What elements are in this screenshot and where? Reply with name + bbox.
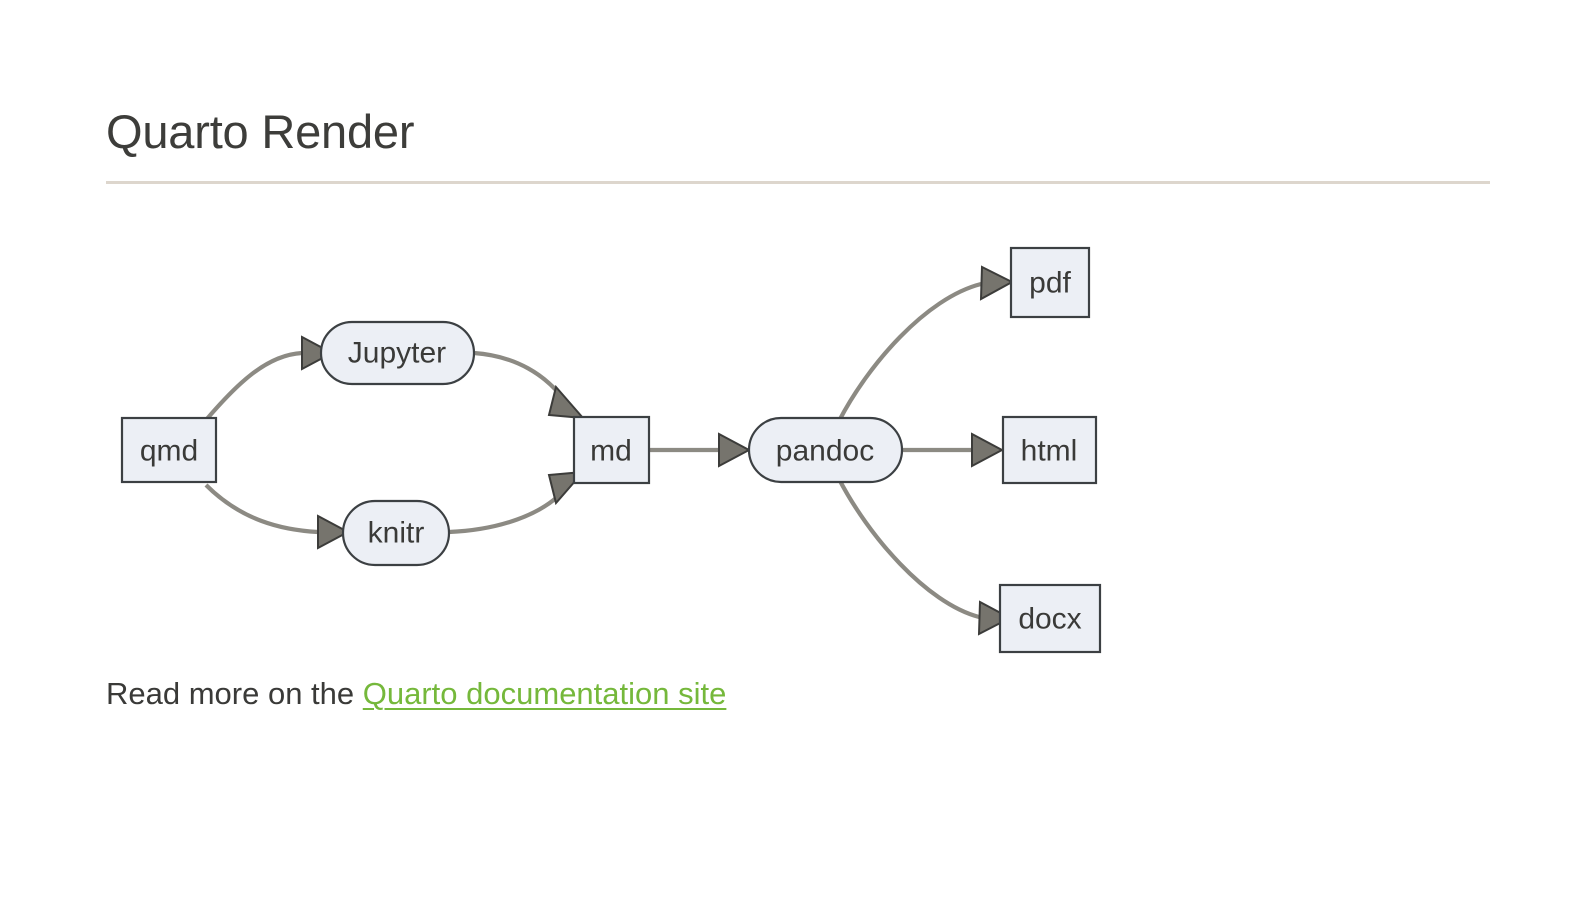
node-jupyter-shape [319, 320, 476, 386]
read-more-lead-text: Read more on the [106, 676, 363, 711]
arrowhead-qmd-to-knitr [317, 514, 351, 550]
node-md[interactable]: md [572, 415, 651, 485]
node-pdf[interactable]: pdf [1009, 246, 1091, 319]
node-qmd[interactable]: qmd [120, 416, 218, 484]
node-pandoc-shape [747, 416, 904, 484]
arrowhead-pandoc-to-html [971, 432, 1005, 468]
edge-qmd-to-jupyter [204, 350, 303, 422]
node-knitr-label: knitr [368, 517, 425, 550]
node-layer: qmd Jupyter knitr md [120, 246, 1102, 654]
node-pandoc-label: pandoc [776, 435, 874, 468]
arrowhead-qmd-to-jupyter [301, 335, 335, 371]
node-pandoc[interactable]: pandoc [747, 416, 904, 484]
page-title: Quarto Render [106, 105, 415, 158]
node-html[interactable]: html [1001, 415, 1098, 485]
edge-pandoc-to-pdf [837, 281, 982, 422]
node-jupyter[interactable]: Jupyter [319, 320, 476, 386]
read-more-paragraph: Read more on the Quarto documentation si… [106, 673, 726, 715]
arrowhead-md-to-pandoc [718, 432, 752, 468]
quarto-documentation-link[interactable]: Quarto documentation site [362, 676, 727, 711]
node-jupyter-label: Jupyter [348, 337, 446, 370]
quarto-render-flowchart: qmd Jupyter knitr md [106, 225, 1186, 655]
arrowhead-pandoc-to-docx [977, 600, 1013, 636]
arrowhead-jupyter-to-md [547, 384, 586, 420]
node-docx-shape [998, 583, 1102, 654]
node-pdf-shape [1009, 246, 1091, 319]
edge-qmd-to-knitr [204, 483, 319, 535]
node-qmd-shape [120, 416, 218, 484]
node-html-shape [1001, 415, 1098, 485]
node-md-shape [572, 415, 651, 485]
flowchart-svg: qmd Jupyter knitr md [120, 246, 1102, 654]
edge-jupyter-to-md [473, 350, 567, 403]
title-block: Quarto Render [106, 105, 1490, 185]
node-qmd-label: qmd [140, 435, 198, 468]
node-docx[interactable]: docx [998, 583, 1102, 654]
arrowhead-pandoc-to-pdf [979, 265, 1015, 301]
node-pdf-label: pdf [1029, 267, 1071, 300]
edge-pandoc-to-docx [837, 478, 980, 620]
edge-knitr-to-md [448, 487, 567, 535]
node-html-label: html [1021, 435, 1078, 468]
node-md-label: md [590, 435, 632, 468]
node-knitr-shape [341, 499, 451, 567]
node-docx-label: docx [1018, 603, 1081, 636]
node-knitr[interactable]: knitr [341, 499, 451, 567]
title-divider [106, 181, 1490, 185]
